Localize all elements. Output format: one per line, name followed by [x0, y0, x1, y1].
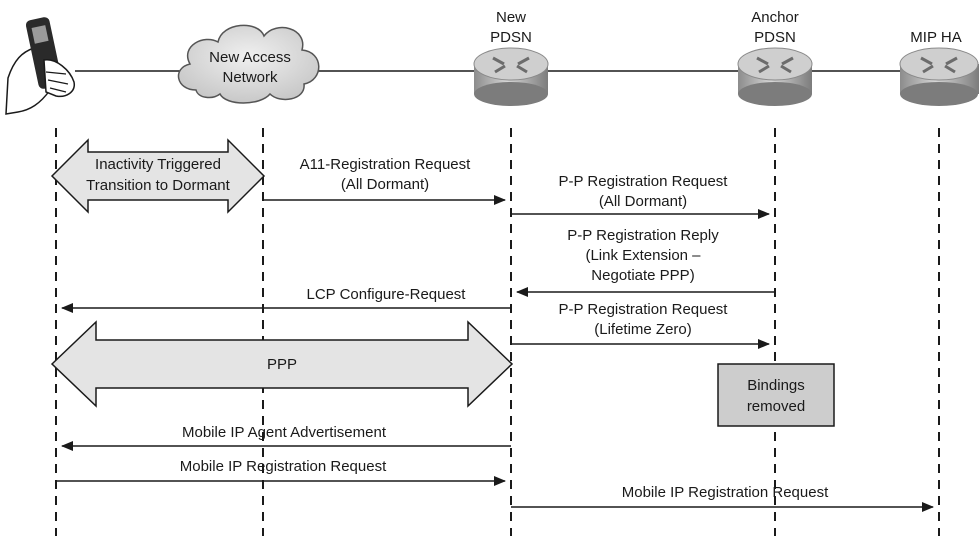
mip-ha-label: MIP HA: [910, 29, 961, 46]
pp-req-zero-line1: P-P Registration Request: [559, 301, 729, 318]
ppp-label: PPP: [267, 356, 297, 373]
new-pdsn-label-line1: New: [496, 9, 526, 26]
new-pdsn-router-icon: [473, 47, 549, 106]
anchor-pdsn-label-line1: Anchor: [751, 9, 799, 26]
mobile-phone-icon: [5, 17, 75, 115]
pp-req-zero-line2: (Lifetime Zero): [594, 321, 692, 338]
pp-reply-line3: Negotiate PPP): [591, 267, 694, 284]
dormant-transition-block: [50, 138, 266, 214]
access-network-label-line2: Network: [222, 69, 278, 86]
lcp-req-label: LCP Configure-Request: [307, 286, 467, 303]
a11-req-line1: A11-Registration Request: [300, 156, 471, 173]
access-network-cloud-icon: [177, 24, 320, 104]
anchor-pdsn-router-icon: [737, 47, 813, 106]
agent-adv-label: Mobile IP Agent Advertisement: [182, 424, 387, 441]
dormant-label-line1: Inactivity Triggered: [95, 156, 221, 173]
mip-req-1-label: Mobile IP Registration Request: [180, 458, 387, 475]
pp-req-dormant-line1: P-P Registration Request: [559, 173, 729, 190]
pp-reply-line2: (Link Extension –: [585, 247, 701, 264]
anchor-pdsn-label-line2: PDSN: [754, 29, 796, 46]
a11-req-line2: (All Dormant): [341, 176, 429, 193]
mip-req-2-label: Mobile IP Registration Request: [622, 484, 829, 501]
pp-req-dormant-line2: (All Dormant): [599, 193, 687, 210]
mip-ha-router-icon: [899, 47, 979, 106]
dormant-label-line2: Transition to Dormant: [86, 177, 230, 194]
bindings-label-line2: removed: [747, 398, 805, 415]
bindings-label-line1: Bindings: [747, 377, 805, 394]
new-pdsn-label-line2: PDSN: [490, 29, 532, 46]
pp-reply-line1: P-P Registration Reply: [567, 227, 719, 244]
ppp-block: [50, 320, 514, 408]
access-network-label-line1: New Access: [209, 49, 291, 66]
bindings-removed-box: [717, 363, 835, 427]
